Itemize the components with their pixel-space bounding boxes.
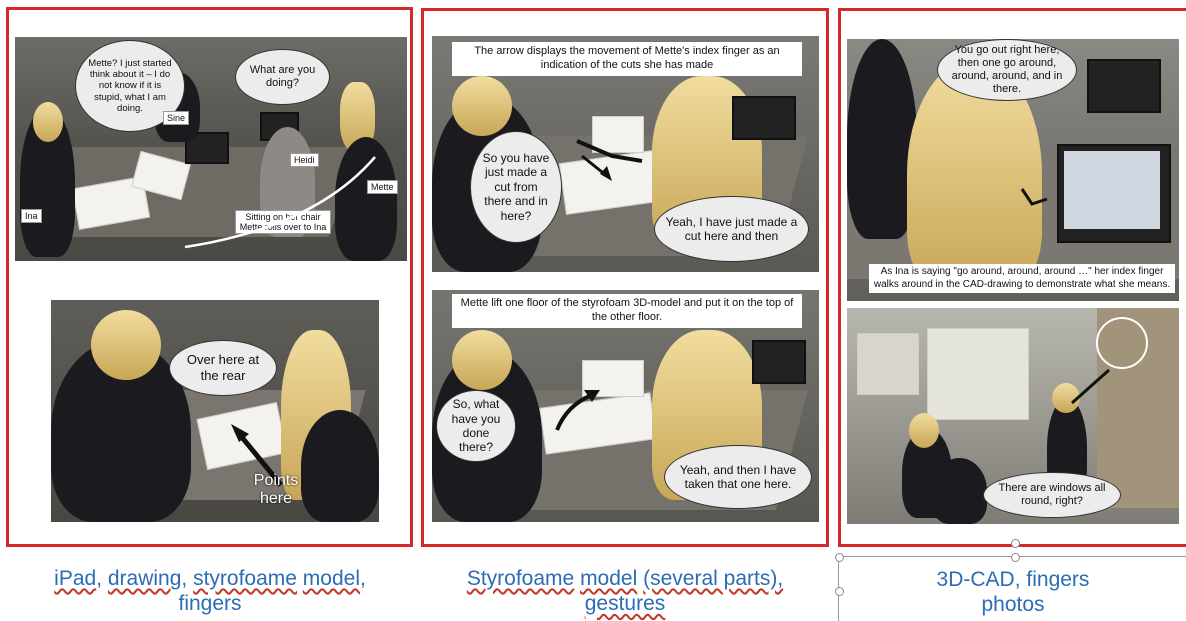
caption-panel3: 3D-CAD, fingers photos	[839, 567, 1186, 617]
caption-3d-cad-fingers: 3D-CAD, fingers	[936, 568, 1090, 591]
caption-word-fingers: fingers	[178, 592, 242, 616]
resize-handle-top-center[interactable]	[1011, 553, 1020, 562]
caption-word-styrofoame: styrofoame	[193, 567, 297, 590]
caption-panel3-textbox[interactable]: 3D-CAD, fingers photos	[835, 539, 1186, 621]
speech-bubble-over-here: Over here at the rear	[169, 340, 277, 396]
label-ina: Ina	[21, 209, 42, 223]
caption-word-model: model	[302, 567, 360, 590]
caption-floor-lift: Mette lift one floor of the styrofoam 3D…	[452, 294, 802, 328]
caption-cad-around: As Ina is saying "go around, around, aro…	[869, 264, 1175, 293]
label-sine: Sine	[163, 111, 190, 125]
circle-highlight-windows	[1071, 317, 1148, 405]
resize-handle-top-left[interactable]	[835, 553, 844, 562]
caption-panel2: Styrofoame model (several parts), gestur…	[425, 566, 825, 616]
speech-bubble-what-done: So, what have you done there?	[436, 390, 516, 462]
speech-bubble-go-around: You go out right here, then one go aroun…	[937, 39, 1077, 101]
arrow-finger-cut	[576, 139, 643, 181]
caption-arrow-movement: The arrow displays the movement of Mette…	[452, 42, 802, 76]
speech-bubble-taken-here: Yeah, and then I have taken that one her…	[664, 445, 812, 509]
photo-classroom-top: Mette? I just started think about it – I…	[15, 37, 407, 261]
speech-bubble-what-doing: What are you doing?	[235, 49, 330, 105]
arrow-roll-path	[184, 156, 376, 249]
photo-windows-room: There are windows all round, right?	[847, 308, 1179, 524]
arrow-points-here	[231, 424, 283, 487]
caption-word-drawing: drawing	[107, 567, 182, 590]
caption-word-ipad: iPad	[54, 567, 97, 590]
panel-styrofoam-gestures: The arrow displays the movement of Mette…	[421, 8, 829, 547]
arrow-floor-move	[555, 390, 600, 431]
photo-rear-points: Over here at the rear Points here	[51, 300, 379, 522]
points-here-text: Points here	[253, 472, 299, 508]
speech-bubble-cut-question: So you have just made a cut from there a…	[470, 131, 562, 243]
speech-bubble-mette-question: Mette? I just started think about it – I…	[75, 40, 185, 132]
speech-bubble-windows: There are windows all round, right?	[983, 472, 1121, 518]
caption-word-gestures: gestures	[584, 592, 666, 616]
panel-ipad-drawing: Mette? I just started think about it – I…	[6, 7, 413, 547]
photo-floor-lift: Mette lift one floor of the styrofoam 3D…	[432, 290, 819, 522]
caption-panel1: iPad, drawing, styrofoame model, fingers	[54, 567, 366, 616]
label-heidi: Heidi	[290, 153, 319, 167]
caption-word-several-parts: (several parts),	[643, 567, 784, 590]
panel-3d-cad: You go out right here, then one go aroun…	[838, 8, 1186, 547]
arrow-cad-path	[1020, 188, 1048, 206]
label-mette: Mette	[367, 180, 398, 194]
photo-cad-finger: You go out right here, then one go aroun…	[847, 39, 1179, 301]
caption-word-styrofoame-2: Styrofoame	[466, 567, 575, 590]
caption-word-model-2: model	[580, 567, 638, 590]
rotate-handle[interactable]	[1011, 539, 1020, 548]
caption-photos: photos	[981, 593, 1045, 617]
speech-bubble-cut-answer: Yeah, I have just made a cut here and th…	[654, 196, 809, 262]
resize-handle-left-middle[interactable]	[835, 587, 844, 596]
photo-cut-gesture: The arrow displays the movement of Mette…	[432, 36, 819, 272]
